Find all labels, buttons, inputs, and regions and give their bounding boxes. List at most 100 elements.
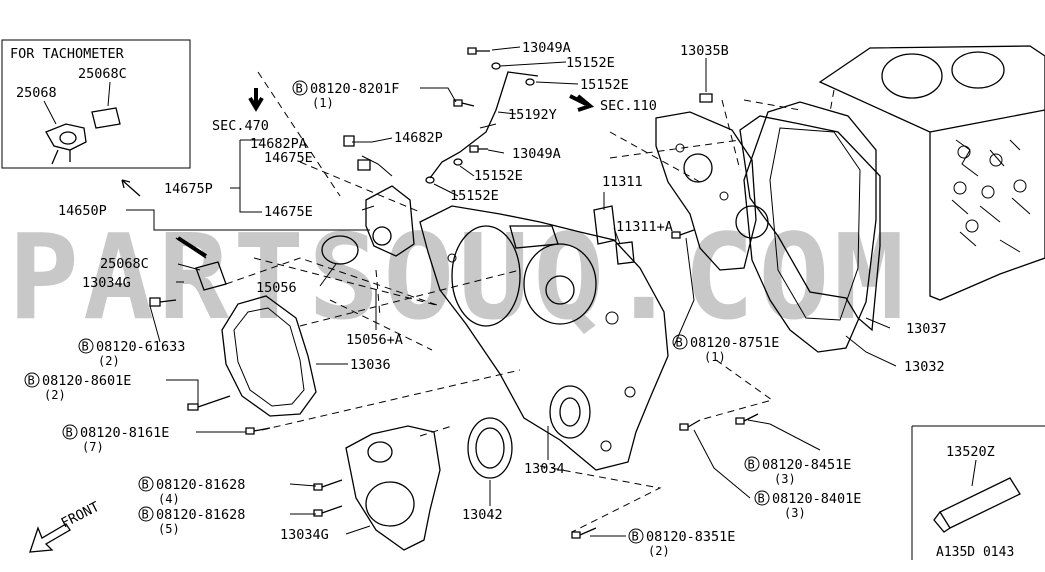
bolt-part-number: 08120-8601E [42, 373, 131, 389]
bolt-mark: B [66, 426, 73, 440]
callout-15056[interactable]: 15056 [256, 280, 297, 296]
callout-13049a-mid[interactable]: 13049A [512, 146, 561, 162]
bolt-mark: B [296, 82, 303, 96]
bolt-callout-61633[interactable]: B 08120-61633 (2) [78, 338, 185, 368]
callout-25068c[interactable]: 25068C [100, 256, 149, 272]
callout-11311a[interactable]: 11311+A [616, 219, 673, 235]
front-indicator: FRONT [29, 499, 102, 553]
bolt-mark: B [758, 492, 765, 506]
front-arrow-icon [29, 523, 71, 553]
gasket-13036[interactable] [221, 295, 317, 417]
callout-13035b[interactable]: 13035B [680, 43, 729, 59]
callout-15056a[interactable]: 15056+A [346, 332, 403, 348]
bolt-part-number: 08120-8751E [690, 335, 779, 351]
callout-11311[interactable]: 11311 [602, 174, 643, 190]
arrow-to-inset-icon [121, 179, 141, 197]
callout-14650p[interactable]: 14650P [58, 203, 107, 219]
bolt-qty: (5) [158, 522, 180, 536]
rear-plate-13037[interactable] [739, 115, 881, 332]
callout-14682p[interactable]: 14682P [394, 130, 443, 146]
front-plate[interactable] [655, 111, 757, 271]
callout-14675e-a[interactable]: 14675E [264, 150, 313, 166]
bolt-callout-8451e[interactable]: B 08120-8451E (3) [744, 456, 851, 486]
bolt-part-number: 08120-8161E [80, 425, 169, 441]
front-label: FRONT [59, 499, 102, 532]
bolt-callout-8751e[interactable]: B 08120-8751E (1) [672, 334, 779, 364]
bolt-qty: (2) [648, 544, 670, 558]
callout-14675p[interactable]: 14675P [164, 181, 213, 197]
bolt-mark: B [748, 458, 755, 472]
timing-cover-13034[interactable] [419, 205, 669, 471]
bolt-part-number: 08120-8401E [772, 491, 861, 507]
bolt-qty: (1) [312, 96, 334, 110]
bolt-callout-8601e[interactable]: B 08120-8601E (2) [24, 372, 131, 402]
part-label-25068-inset[interactable]: 25068 [16, 85, 57, 101]
inset-sealant-frame [911, 425, 1045, 560]
bolt-mark: B [82, 340, 89, 354]
callout-14682pa[interactable]: 14682PA [250, 136, 307, 152]
callout-13034g-bottom[interactable]: 13034G [280, 527, 329, 543]
inset-sealant: 13520Z A135D 0143 [911, 425, 1045, 560]
bolt-part-number: 08120-8451E [762, 457, 851, 473]
callout-labels: 13049A 15152E 15152E 13035B 15192Y 14682… [58, 40, 947, 543]
oil-pump-14650p[interactable] [365, 185, 415, 257]
gasket-11311[interactable] [593, 205, 617, 245]
callout-13034[interactable]: 13034 [524, 461, 565, 477]
gasket-25068c-inset[interactable] [91, 107, 121, 129]
bolt-part-number: 08120-81628 [156, 477, 245, 493]
callout-13034g-top[interactable]: 13034G [82, 275, 131, 291]
bolt-part-number: 08120-8201F [310, 81, 399, 97]
gasket-13032[interactable] [743, 101, 877, 353]
section-ref-470[interactable]: SEC.470 [212, 118, 269, 134]
diagram-code: A135D 0143 [936, 545, 1014, 560]
bolt-qty: (3) [784, 506, 806, 520]
inset-frame [1, 39, 191, 169]
callout-15192y[interactable]: 15192Y [508, 107, 557, 123]
inset-title: FOR TACHOMETER [10, 46, 125, 62]
bolt-callout-8161e[interactable]: B 08120-8161E (7) [62, 424, 169, 454]
watermark: PARTSOUQ.COM [8, 208, 909, 346]
sensor-25068-inset[interactable] [45, 123, 87, 165]
bolt-mark: B [676, 336, 683, 350]
part-label-13520z[interactable]: 13520Z [946, 444, 995, 460]
oil-seal-13042[interactable] [467, 417, 513, 479]
bolt-qty: (1) [704, 350, 726, 364]
sec110-arrow-icon [569, 94, 595, 112]
reference-lines [225, 71, 835, 533]
bolt-qty: (2) [44, 388, 66, 402]
gasket-11311a[interactable] [615, 241, 635, 265]
bolt-qty: (3) [774, 472, 796, 486]
bolt-part-number: 08120-81628 [156, 507, 245, 523]
callout-13042[interactable]: 13042 [462, 507, 503, 523]
cover-13034g[interactable] [345, 425, 441, 551]
bolt-callout-8201f[interactable]: B 08120-8201F (1) [292, 80, 399, 110]
bolt-mark: B [632, 530, 639, 544]
callout-15152e-b[interactable]: 15152E [580, 77, 629, 93]
bolt-qty: (4) [158, 492, 180, 506]
callout-13036[interactable]: 13036 [350, 357, 391, 373]
bolt-callout-81628-b[interactable]: B 08120-81628 (5) [138, 506, 245, 536]
bolt-qty: (7) [82, 440, 104, 454]
part-label-25068c-inset[interactable]: 25068C [78, 66, 127, 82]
bolt-callout-8351e[interactable]: B 08120-8351E (2) [628, 528, 735, 558]
fasteners [149, 47, 759, 539]
bolt-callout-81628-a[interactable]: B 08120-81628 (4) [138, 476, 245, 506]
callout-13037[interactable]: 13037 [906, 321, 947, 337]
bolt-labels: B 08120-8201F (1) B 08120-61633 (2) B 08… [24, 80, 861, 558]
sealant-tube[interactable] [939, 477, 1021, 529]
bolt-mark: B [142, 478, 149, 492]
gasket-15056[interactable] [321, 235, 359, 265]
callout-13049a-top[interactable]: 13049A [522, 40, 571, 56]
callout-15152e-d[interactable]: 15152E [450, 188, 499, 204]
callout-15152e-a[interactable]: 15152E [566, 55, 615, 71]
oil-pipe-15192y[interactable] [429, 71, 539, 179]
callout-13032[interactable]: 13032 [904, 359, 945, 375]
bolt-mark: B [142, 508, 149, 522]
section-ref-110[interactable]: SEC.110 [600, 98, 657, 114]
callout-15152e-c[interactable]: 15152E [474, 168, 523, 184]
engine-block [818, 45, 1045, 301]
callout-14675e-b[interactable]: 14675E [264, 204, 313, 220]
bolt-callout-8401e[interactable]: B 08120-8401E (3) [754, 490, 861, 520]
leader-lines [126, 46, 897, 537]
